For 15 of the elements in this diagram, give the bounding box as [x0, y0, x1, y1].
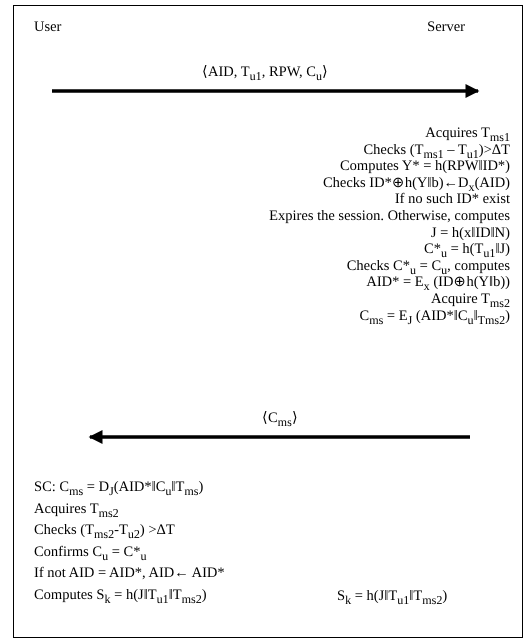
- computation-step: J = h(x‖ID‖N): [430, 224, 510, 241]
- message-label: ⟨C$_{ms}$⟩: [262, 410, 298, 430]
- computation-step: SC: C$_{ms}$ = D$_{J}$(AID*‖C$_{u}$‖T$_{ms}$): [34, 479, 204, 499]
- computation-step: Acquires T$_{ms2}$: [34, 500, 119, 520]
- computation-step: Confirms C$_{u}$ = C*$_{u}$: [34, 544, 147, 564]
- computation-step: Checks (T$_{ms2}$-T$_{u2}$) >ΔT: [34, 522, 175, 542]
- computation-step: If not AID = AID*, AID← AID*: [34, 565, 225, 582]
- computation-step: If no such ID* exist: [394, 191, 510, 208]
- message-label: ⟨AID, T$_{u1}$, RPW, C$_{u}$⟩: [202, 64, 328, 84]
- lane-heading: User: [34, 19, 62, 35]
- computation-step: S$_{k}$ = h(J‖T$_{u1}$‖T$_{ms2}$): [337, 588, 448, 608]
- computation-step: C*$_{u}$ = h(T$_{u1}$‖J): [424, 241, 510, 262]
- computation-step: Computes S$_{k}$ = h(J‖T$_{u1}$‖T$_{ms2}$): [34, 587, 207, 607]
- lane-heading: Server: [427, 19, 465, 35]
- computation-step: Expires the session. Otherwise, computes: [269, 208, 510, 224]
